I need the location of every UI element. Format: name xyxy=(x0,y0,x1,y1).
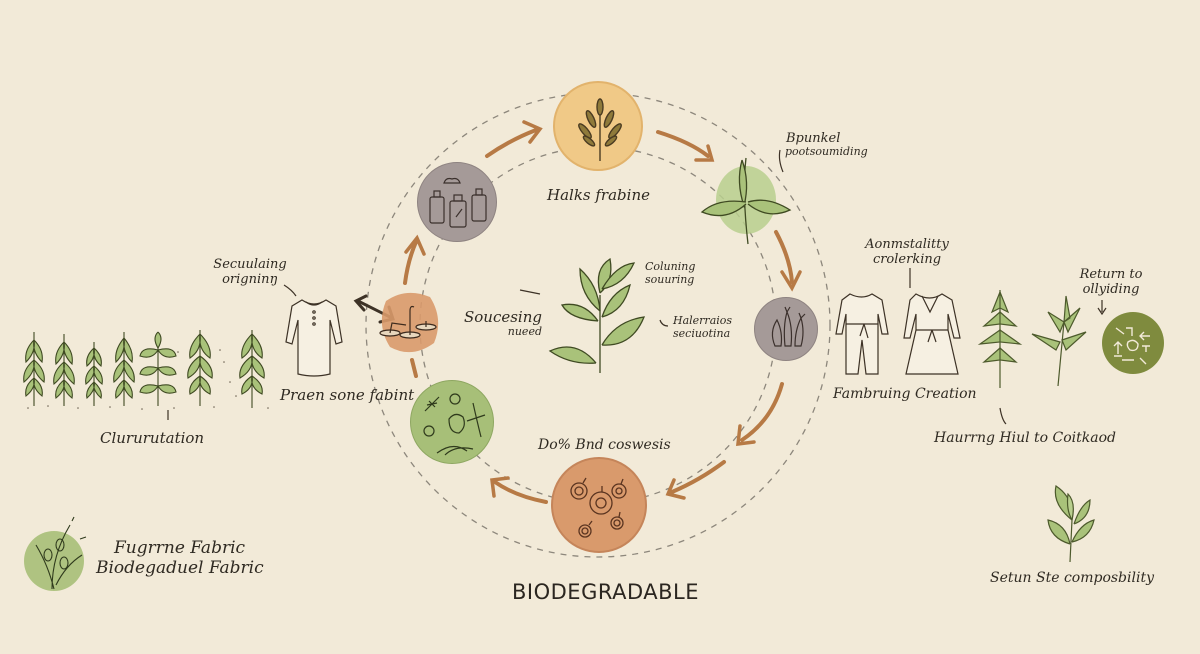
node-grain xyxy=(553,81,643,171)
leader-lines xyxy=(167,149,1107,425)
herbs-caption: Haurrng Hiul to Coitkaod xyxy=(934,430,1116,446)
tunic-shirt xyxy=(284,298,344,380)
center-label-topright: Coluning souuring xyxy=(645,260,696,286)
sprout-label-line1: Bpunkel xyxy=(786,131,841,146)
node-sprout xyxy=(698,152,798,247)
bottom-right-sprig xyxy=(1044,484,1100,564)
node-decomposers xyxy=(410,380,494,464)
center-plant xyxy=(540,255,660,375)
cycle-arrows xyxy=(403,120,802,504)
wild-grass-icon xyxy=(24,516,87,591)
shirt-label-1: Secuulaing xyxy=(213,257,287,272)
center-label-topright-1: Coluning xyxy=(645,260,696,273)
scales-icon xyxy=(379,292,439,353)
crop-row-icon xyxy=(23,330,269,410)
return-label: Return to ollyiding xyxy=(1066,267,1156,298)
crops-label: Clururutation xyxy=(100,429,205,447)
leafy-sprout-icon xyxy=(700,157,792,245)
center-label-right: Halerraios seciuotina xyxy=(673,314,733,340)
legend-line-1: Fugrrne Fabric xyxy=(114,538,246,558)
node-scales xyxy=(378,287,442,357)
return-label-1: Return to xyxy=(1079,267,1143,282)
garments xyxy=(835,290,962,376)
return-label-2: ollyiding xyxy=(1082,281,1140,297)
insects-and-fungi-icon xyxy=(423,393,486,456)
recycle-symbols-icon xyxy=(1113,327,1150,365)
garments-caption: Fambruing Creation xyxy=(833,386,977,402)
legend-icon-wrap xyxy=(22,515,92,591)
return-node xyxy=(1102,312,1164,374)
center-label-left-sub: nueed xyxy=(507,325,542,339)
center-label-topright-2: souuring xyxy=(645,272,695,286)
microbes-icon xyxy=(570,477,627,538)
center-label-right-2: seciuotina xyxy=(673,326,731,340)
legend-text: Fugrrne Fabric Biodegaduel Fabric xyxy=(96,538,264,579)
plant-branch-icon xyxy=(548,257,646,373)
crop-row xyxy=(18,322,278,414)
herb-sprigs-icon xyxy=(977,290,1087,388)
grain-stalk-icon xyxy=(578,98,622,161)
garments-label-2: crolerking xyxy=(872,251,942,267)
shirt-label-2: origninŋ xyxy=(222,271,278,287)
node-microbes xyxy=(551,457,647,553)
garments-label-1: Aonmstalitty xyxy=(865,237,949,252)
node-grain-label: Halks frabine xyxy=(547,186,650,204)
tunic-shirt-icon xyxy=(285,299,343,377)
sprout-label-sub: pootsoumiding xyxy=(785,145,868,158)
bottom-right-caption: Setun Ste composbility xyxy=(990,570,1154,586)
node-bottles xyxy=(417,162,497,242)
shirt-label: Secuulaing origninŋ xyxy=(202,257,298,288)
node-microbes-label: Do% Bnd coswesis xyxy=(538,437,671,453)
node-potted-sprouts xyxy=(754,297,818,361)
garments-icon xyxy=(835,293,961,375)
legend-line-2: Biodegaduel Fabric xyxy=(96,558,264,579)
center-label-right-1: Halerraios xyxy=(673,314,733,327)
bottles-icon xyxy=(429,177,487,228)
diagram-title: BIODEGRADABLE xyxy=(512,580,699,604)
herbs xyxy=(968,282,1096,390)
center-label-left: Soucesing nueed xyxy=(458,308,542,339)
center-label-left-main: Soucesing xyxy=(463,308,542,326)
plant-sprouts-in-pots-icon xyxy=(771,306,806,347)
node-sprout-label: Bpunkel xyxy=(786,131,841,147)
garments-label: Aonmstalitty crolerking xyxy=(852,237,962,268)
node-decomposers-label: Praen sone fabint xyxy=(280,386,415,404)
leaf-sprig-icon xyxy=(1047,485,1095,563)
soil-dots xyxy=(27,349,269,410)
